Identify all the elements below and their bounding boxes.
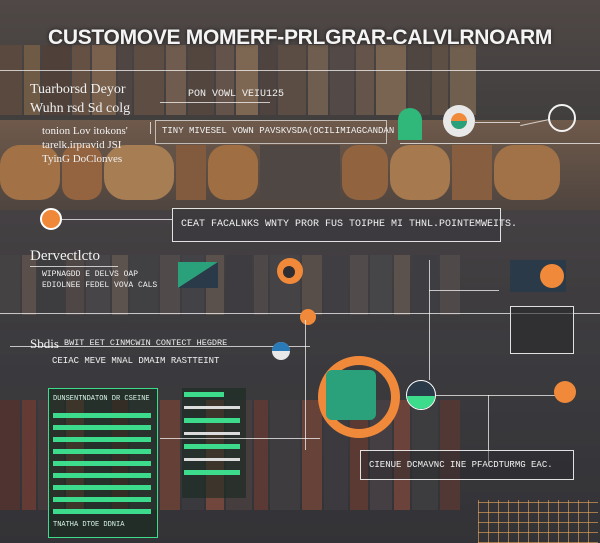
list-row bbox=[53, 437, 151, 442]
section-sub-1: WIPNAGDD E DELVS OAP bbox=[42, 270, 139, 279]
list-panel-a: DUNSENTNDATON DR CSEINE TNATHA DTOE DDNI… bbox=[48, 388, 158, 538]
top-center-header: PON VOWL VEIU125 bbox=[188, 89, 285, 100]
connector-line bbox=[429, 290, 499, 291]
split-circle-icon bbox=[406, 380, 436, 410]
panel-icon bbox=[510, 306, 574, 354]
list-row bbox=[53, 497, 151, 502]
connector-line bbox=[429, 260, 430, 380]
section-heading: Dervectlcto bbox=[30, 248, 100, 264]
list-row bbox=[53, 509, 151, 514]
top-left-sub-2: tarelk.irpravid JSI bbox=[42, 139, 122, 151]
list-row bbox=[53, 425, 151, 430]
top-left-sub-3: TyinG DoClonves bbox=[42, 153, 123, 165]
orange-node-icon bbox=[40, 208, 62, 230]
list-row bbox=[53, 449, 151, 454]
page-title: CUSTOMOVE MOMERF-PRLGRAR-CALVLRNOARM bbox=[47, 26, 553, 49]
connector-line bbox=[475, 122, 520, 123]
list-row bbox=[184, 406, 240, 409]
list-panel-b bbox=[182, 388, 246, 498]
divider bbox=[0, 70, 600, 71]
list-row bbox=[184, 392, 224, 397]
section-sub-2: EDIOLNEE FEDEL VOVA CALS bbox=[42, 281, 158, 290]
bottom-left-line-2: CEIAC MEVE MNAL DMAIM RASTTEINT bbox=[52, 356, 220, 366]
marker-label: Sbdis bbox=[30, 336, 59, 351]
ring-icon bbox=[548, 104, 576, 132]
list-row bbox=[53, 413, 151, 418]
list-row bbox=[53, 461, 151, 466]
list-row bbox=[184, 470, 240, 475]
list-row bbox=[184, 432, 240, 435]
callout-box-2: CIENUE DCMAVNC INE PFACDTURMG EAC. bbox=[360, 450, 574, 480]
callout-text-1: CEAT FACALNKS WNTY PROR FUS TOIPHE MI TH… bbox=[181, 219, 518, 230]
blob-hole bbox=[283, 266, 295, 278]
callout-text-2: CIENUE DCMAVNC INE PFACDTURMG EAC. bbox=[369, 460, 553, 470]
connector-line bbox=[10, 346, 310, 347]
pin-icon bbox=[272, 342, 290, 360]
green-chart-icon bbox=[326, 370, 376, 420]
top-left-line-2: Wuhn rsd Sd colg bbox=[30, 101, 131, 116]
top-left-sub-1: tonion Lov itokons' bbox=[42, 125, 128, 137]
divider bbox=[400, 143, 600, 144]
image-tile-icon bbox=[510, 260, 566, 292]
connector-line bbox=[160, 102, 270, 103]
list-row bbox=[53, 485, 151, 490]
orange-node-icon bbox=[300, 309, 316, 325]
divider bbox=[30, 266, 118, 267]
info-row-text: TINY MIVESEL VOWN PAVSKVSDA(OCILIMIAGCAN… bbox=[162, 126, 395, 136]
list-row bbox=[184, 458, 240, 461]
ring-graphic-icon bbox=[318, 356, 400, 438]
info-row-box: TINY MIVESEL VOWN PAVSKVSDA(OCILIMIAGCAN… bbox=[155, 120, 394, 144]
list-row bbox=[53, 473, 151, 478]
circle-icon bbox=[443, 105, 475, 137]
connector-line bbox=[436, 395, 556, 396]
divider bbox=[150, 122, 151, 134]
orange-node-icon bbox=[554, 381, 576, 403]
list-row bbox=[184, 444, 240, 449]
connector-line bbox=[305, 320, 306, 450]
top-left-line-1: Tuarborsd Deyor bbox=[30, 82, 126, 97]
callout-box-1: CEAT FACALNKS WNTY PROR FUS TOIPHE MI TH… bbox=[172, 208, 517, 242]
list-a-footer: TNATHA DTOE DDNIA bbox=[53, 521, 125, 529]
connector-line bbox=[62, 219, 172, 220]
list-row bbox=[184, 418, 240, 423]
green-tab-icon bbox=[398, 108, 422, 140]
bottom-left-line-1: BWIT EET CINMCWIN CONTECT HEGDRE bbox=[64, 338, 228, 348]
grid-graphic bbox=[478, 500, 598, 543]
list-a-header: DUNSENTNDATON DR CSEINE bbox=[53, 395, 150, 403]
connector-line bbox=[488, 395, 489, 465]
connector-line bbox=[160, 438, 320, 439]
